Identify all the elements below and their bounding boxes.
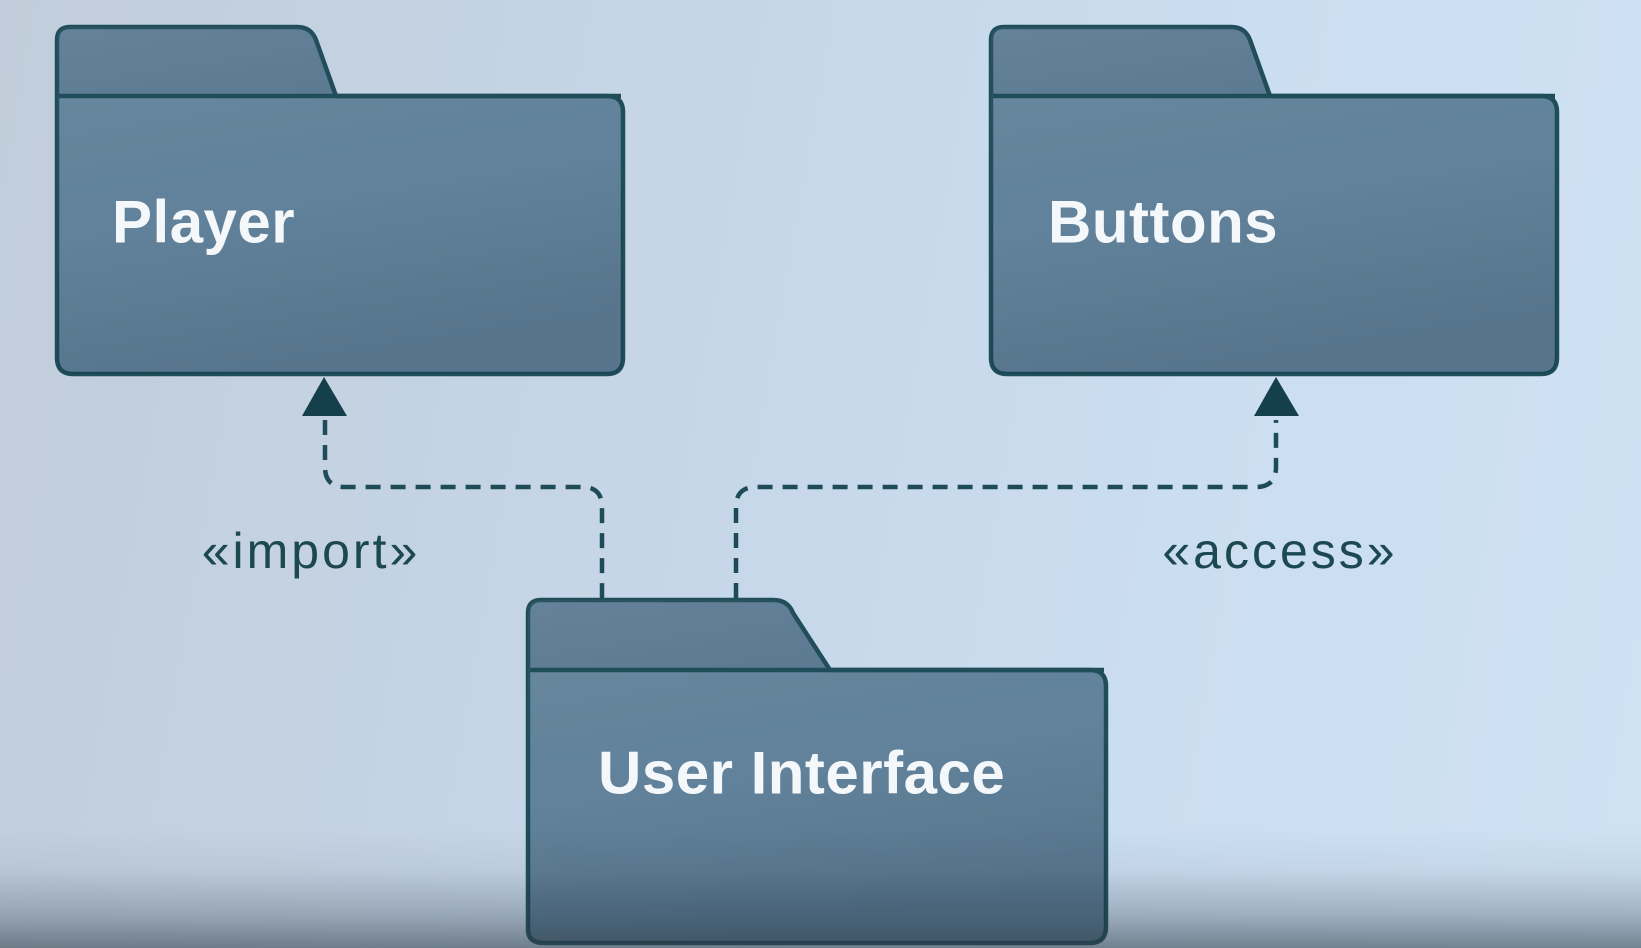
dependency-access-stereotype: «access» (1162, 523, 1397, 579)
package-player: Player (54, 24, 626, 377)
package-buttons-label: Buttons (1048, 189, 1278, 256)
package-player-label: Player (112, 189, 295, 256)
package-user-interface-label: User Interface (598, 740, 1005, 807)
dependency-import-stereotype: «import» (202, 523, 421, 579)
package-user-interface: User Interface (525, 597, 1109, 946)
package-buttons: Buttons (988, 24, 1560, 377)
dependency-import-dashed-line (322, 420, 605, 598)
dependency-import: «import» (202, 377, 605, 598)
dependency-access-arrowhead (1254, 377, 1299, 416)
dependency-import-arrowhead (302, 377, 347, 416)
dependency-access: «access» (733, 377, 1397, 598)
